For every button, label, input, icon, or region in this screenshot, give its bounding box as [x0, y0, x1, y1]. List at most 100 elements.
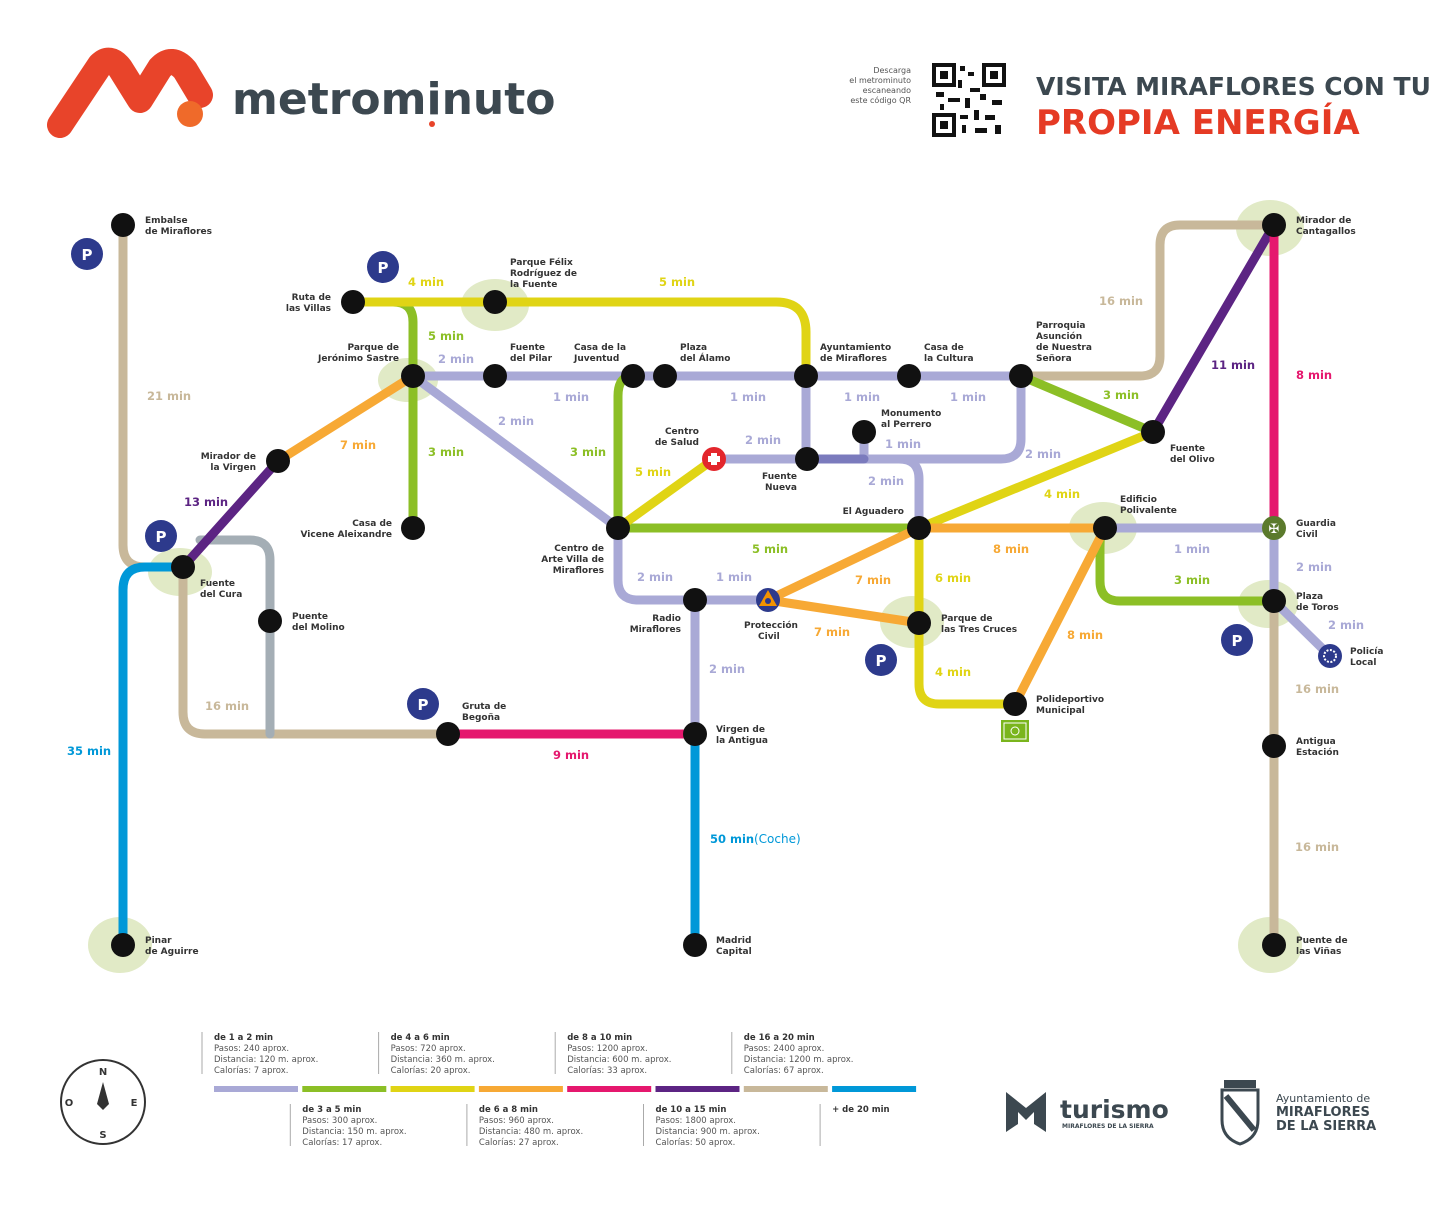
travel-time-label: 2 min — [745, 433, 781, 447]
travel-time-label: 8 min — [993, 542, 1029, 556]
legend-color-bar — [390, 1086, 475, 1092]
svg-text:DE LA SIERRA: DE LA SIERRA — [1276, 1119, 1376, 1134]
parking-icon: P — [367, 251, 399, 283]
line-ruta-ayuntamiento — [348, 297, 811, 381]
svg-text:E: E — [131, 1098, 138, 1109]
station-toros — [1262, 589, 1286, 613]
travel-time-label: 5 min — [752, 542, 788, 556]
legend-calorias: Calorías: 67 aprox. — [744, 1066, 824, 1076]
station-olivo — [1141, 420, 1165, 444]
svg-text:MIRAFLORES: MIRAFLORES — [1276, 1105, 1370, 1120]
travel-times: 21 min 4 min 5 min 5 min 2 min 1 min 1 m… — [67, 275, 1364, 854]
legend-calorias: Calorías: 20 aprox. — [391, 1066, 471, 1076]
svg-text:P: P — [418, 696, 429, 714]
svg-text:turismo: turismo — [1060, 1095, 1169, 1124]
brand-name: metrominuto — [232, 74, 556, 125]
travel-time-label: 7 min — [855, 573, 891, 587]
station-polivalente — [1093, 516, 1117, 540]
parking-icons: P P P P P P — [71, 238, 1253, 720]
station-salud-cross-icon — [702, 447, 726, 471]
travel-time-label: 4 min — [408, 275, 444, 289]
legend-pasos: Pasos: 2400 aprox. — [744, 1044, 825, 1054]
station-cantagallos — [1262, 213, 1286, 237]
travel-time-label: 5 min — [659, 275, 695, 289]
station-vinas — [1262, 933, 1286, 957]
legend-color-bar — [743, 1086, 828, 1092]
legend-distancia: Distancia: 1200 m. aprox. — [744, 1055, 854, 1065]
station-radio — [683, 588, 707, 612]
line-aguadero-polideportivo — [914, 523, 1020, 709]
travel-time-label: 16 min — [205, 699, 249, 713]
station-policia-local-icon — [1318, 644, 1342, 668]
line-parroquia-olivo — [1016, 371, 1158, 437]
legend-calorias: Calorías: 33 aprox. — [567, 1066, 647, 1076]
svg-text:N: N — [99, 1067, 107, 1078]
station-aleixandre — [401, 516, 425, 540]
legend-title: de 16 a 20 min — [744, 1033, 815, 1043]
line-arte-radio-proteccion — [613, 523, 773, 605]
parking-icon: P — [1221, 624, 1253, 656]
headline-1: VISITA MIRAFLORES CON TU — [1036, 72, 1431, 101]
legend-color-bar — [567, 1086, 652, 1092]
coche-label: (Coche) — [754, 832, 801, 846]
legend-calorias: Calorías: 17 aprox. — [302, 1138, 382, 1148]
travel-time-label: 7 min — [814, 625, 850, 639]
svg-text:el metrominuto: el metrominuto — [849, 76, 911, 85]
svg-text:S: S — [99, 1130, 106, 1141]
station-pilar — [483, 364, 507, 388]
line-aguadero-olivo — [914, 427, 1158, 533]
svg-text:✠: ✠ — [1269, 522, 1280, 537]
legend-distancia: Distancia: 120 m. aprox. — [214, 1055, 318, 1065]
travel-time-label: 1 min — [844, 390, 880, 404]
legend-calorias: Calorías: 7 aprox. — [214, 1066, 288, 1076]
travel-time-label: 3 min — [1174, 573, 1210, 587]
travel-time-label: 2 min — [1296, 560, 1332, 574]
svg-text:P: P — [82, 246, 93, 264]
travel-time-label: 5 min — [428, 329, 464, 343]
line-ruta-aleixandre — [348, 297, 418, 533]
travel-time-label: 7 min — [340, 438, 376, 452]
line-olivo-cantagallos — [1148, 220, 1279, 437]
travel-time-label: 11 min — [1211, 358, 1255, 372]
line-gray-molino — [195, 535, 275, 739]
travel-time-label: 2 min — [709, 662, 745, 676]
svg-text:P: P — [1232, 632, 1243, 650]
line-polivalente-policia — [1100, 523, 1335, 661]
travel-time-label: 16 min — [1295, 840, 1339, 854]
legend-title: de 10 a 15 min — [656, 1105, 727, 1115]
station-cruces — [907, 611, 931, 635]
svg-text:escaneando: escaneando — [863, 86, 911, 95]
travel-time-label: 2 min — [1328, 618, 1364, 632]
stations[interactable]: ✠ — [111, 213, 1342, 957]
travel-time-label: 9 min — [553, 748, 589, 762]
station-cura — [171, 555, 195, 579]
travel-time-label: 2 min — [868, 474, 904, 488]
legend-distancia: Distancia: 150 m. aprox. — [302, 1127, 406, 1137]
station-juventud — [621, 364, 645, 388]
travel-time-label: 3 min — [1103, 388, 1139, 402]
station-proteccion-civil-icon — [756, 588, 780, 612]
qr-code[interactable] — [932, 63, 1006, 137]
line-jeronimo-arte — [408, 371, 623, 533]
legend-color-bar — [655, 1086, 740, 1092]
legend-calorias: Calorías: 27 aprox. — [479, 1138, 559, 1148]
station-molino — [258, 609, 282, 633]
